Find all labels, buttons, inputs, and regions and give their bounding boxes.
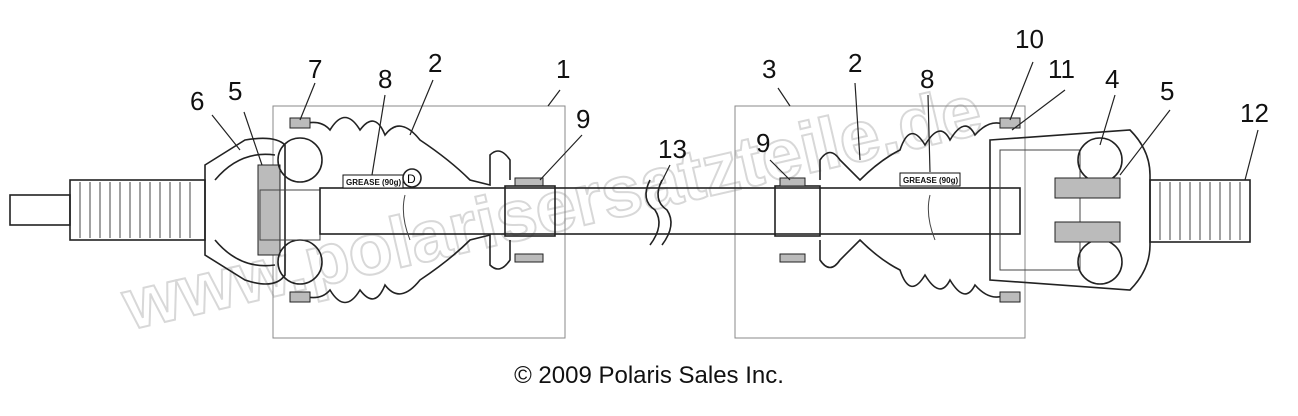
callout-2b: 2 <box>848 48 862 78</box>
callout-5b: 5 <box>1160 76 1174 106</box>
grease-label-left: GREASE (90g) <box>346 178 401 187</box>
left-stub-end <box>9 194 71 226</box>
callout-8b: 8 <box>920 64 934 94</box>
callout-5: 5 <box>228 76 242 106</box>
copyright-notice: © 2009 Polaris Sales Inc. <box>514 362 784 389</box>
callout-4: 4 <box>1105 64 1119 94</box>
callout-2: 2 <box>428 48 442 78</box>
callout-12: 12 <box>1240 98 1269 128</box>
callout-9b: 9 <box>756 128 770 158</box>
callout-10: 10 <box>1015 24 1044 54</box>
callout-9: 9 <box>576 104 590 134</box>
callout-1: 1 <box>556 54 570 84</box>
callout-8: 8 <box>378 64 392 94</box>
grease-label-right: GREASE (90g) <box>903 176 958 185</box>
callout-3: 3 <box>762 54 776 84</box>
inner-cv-housing <box>989 129 1151 291</box>
marker-d: D <box>407 172 416 186</box>
callout-7: 7 <box>308 54 322 84</box>
right-spline-shaft <box>1149 179 1251 243</box>
callout-13: 13 <box>658 134 687 164</box>
axle-shaft <box>319 187 1021 235</box>
watermark: www.polarisersatzteile.de <box>115 70 989 346</box>
outer-cv-housing <box>204 137 286 285</box>
callout-6: 6 <box>190 86 204 116</box>
kit-box-3 <box>734 105 1026 339</box>
callout-11: 11 <box>1048 54 1075 84</box>
